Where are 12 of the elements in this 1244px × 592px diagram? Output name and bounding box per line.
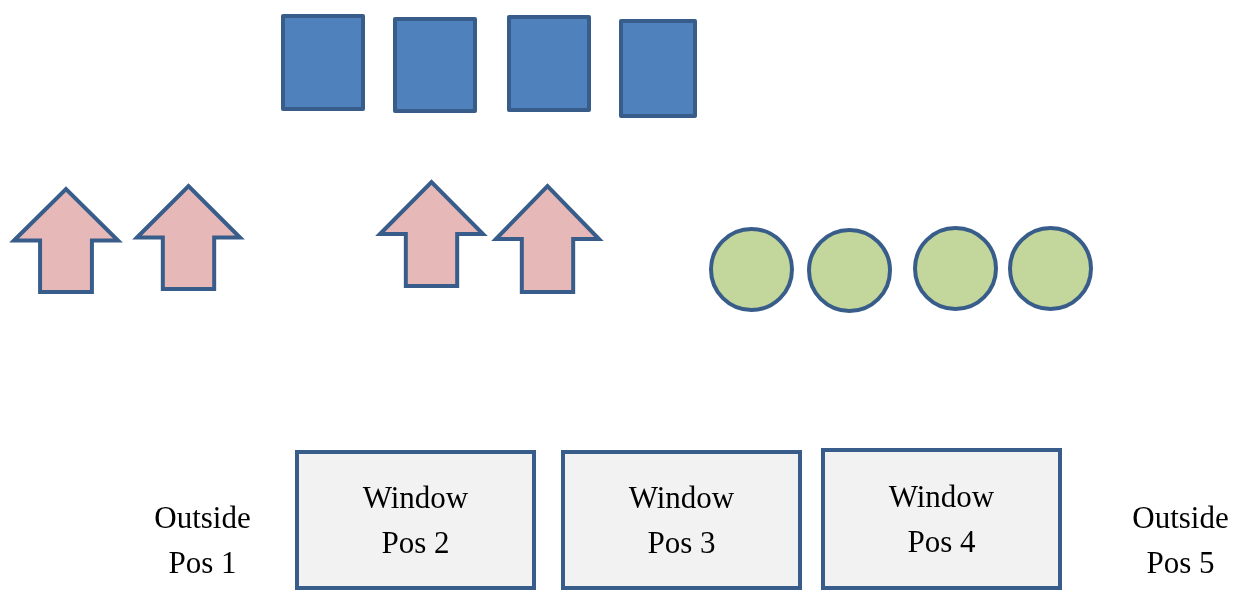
window-label: Window Pos 4 (887, 478, 996, 561)
window-box (561, 450, 802, 590)
position-label: Outside Pos 1 (153, 499, 252, 582)
square (393, 17, 477, 113)
position-label: Outside Pos 5 (1131, 499, 1230, 582)
window-label: Window Pos 3 (627, 479, 736, 562)
square (281, 14, 365, 111)
square (619, 19, 697, 118)
window-label: Window Pos 2 (361, 479, 470, 562)
window-box (295, 450, 536, 590)
square (507, 15, 591, 112)
window-box (821, 448, 1062, 590)
